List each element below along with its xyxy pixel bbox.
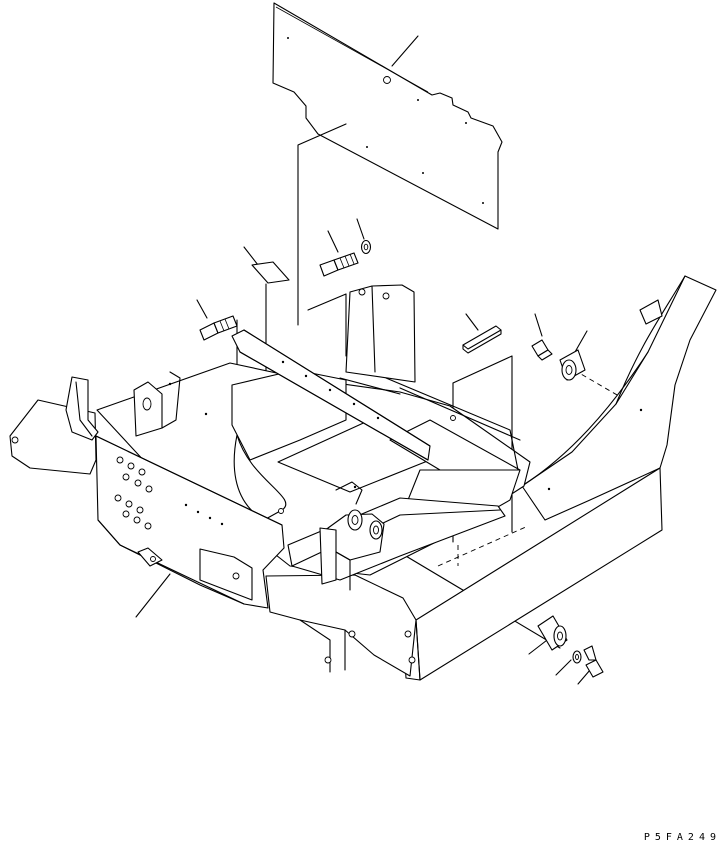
washer-part-top <box>362 241 371 254</box>
bolt-part-right <box>532 340 552 360</box>
bolt-part-top <box>320 253 358 276</box>
strip-part <box>463 326 501 353</box>
main-frame <box>10 276 716 680</box>
bolt-part-left <box>200 316 237 340</box>
washer-part-bottom <box>573 651 581 663</box>
bushing-part <box>560 350 585 380</box>
pin-part <box>538 616 567 650</box>
plate-label-part <box>252 262 289 283</box>
drawing-code: P5FA249 <box>643 832 721 843</box>
bolt-part-bottom <box>584 646 603 677</box>
leader-lines <box>136 36 643 684</box>
cover-plate <box>273 3 502 229</box>
